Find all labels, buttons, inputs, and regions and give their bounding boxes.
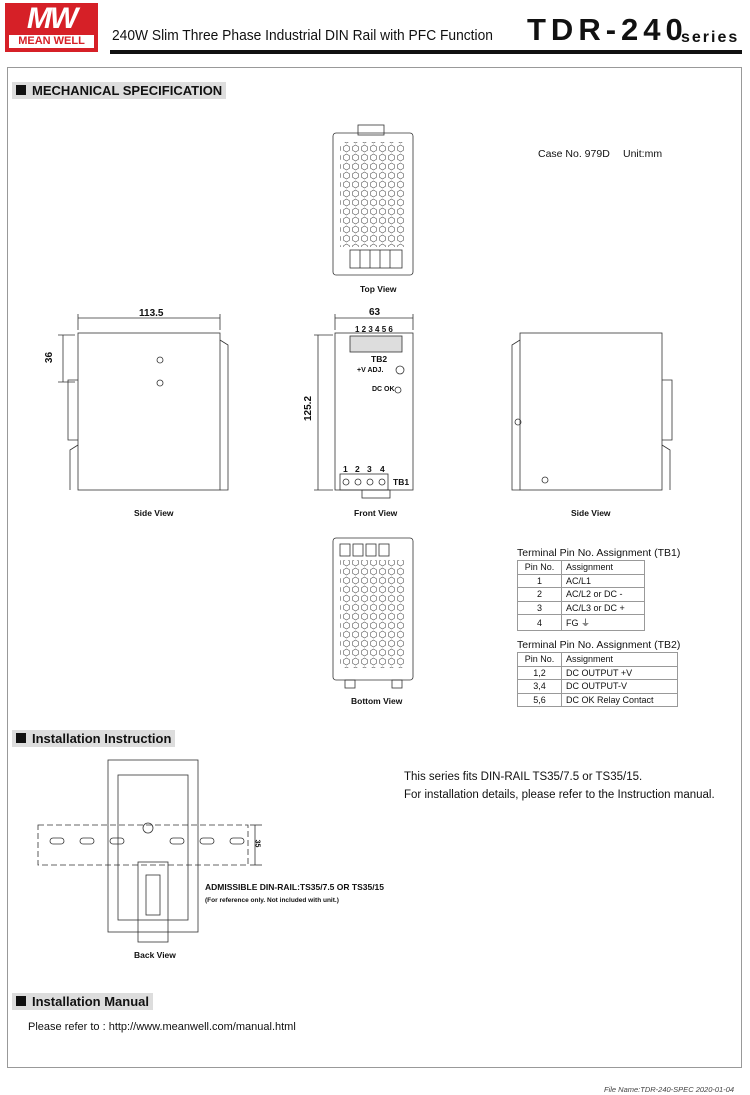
product-subtitle: 240W Slim Three Phase Industrial DIN Rai…	[112, 27, 493, 44]
tb1-pin: 4	[380, 464, 385, 474]
dim-length: 113.5	[139, 308, 164, 319]
side-view-right-label: Side View	[571, 508, 611, 518]
section-mechanical: MECHANICAL SPECIFICATION	[12, 82, 227, 99]
bottom-view-drawing	[332, 537, 414, 689]
bottom-view-label: Bottom View	[351, 696, 403, 706]
top-view-label: Top View	[360, 284, 397, 294]
dim-width: 63	[369, 307, 381, 318]
dim-36: 36	[44, 351, 56, 364]
tb1-label: TB1	[393, 477, 410, 487]
tb2-label: TB2	[371, 354, 388, 364]
tb1-title: Terminal Pin No. Assignment (TB1)	[517, 547, 681, 559]
dcok-label: DC OK	[372, 386, 395, 393]
install-line1: This series fits DIN-RAIL TS35/7.5 or TS…	[404, 771, 643, 783]
content-frame	[7, 67, 742, 1068]
side-view-right-drawing	[511, 332, 673, 491]
side-view-left-drawing	[58, 314, 229, 491]
dim-height: 125.2	[303, 395, 315, 422]
tb1-pin: 3	[367, 464, 372, 474]
vadj-label: +V ADJ.	[357, 367, 384, 374]
install-line2: For installation details, please refer t…	[404, 789, 715, 801]
unit-label: Unit:mm	[623, 148, 663, 160]
dim-35: 35	[253, 839, 261, 848]
section-manual: Installation Manual	[12, 993, 154, 1010]
rail-subnote: (For reference only. Not included with u…	[205, 897, 339, 904]
back-view-drawing	[37, 759, 262, 943]
series-label: series	[681, 29, 740, 46]
tb2-pins: 1 2 3 4 5 6	[355, 325, 393, 334]
tb2-title: Terminal Pin No. Assignment (TB2)	[517, 639, 681, 651]
model-title: TDR-240	[527, 12, 688, 47]
footer-file-name: File Name:TDR-240-SPEC 2020-01-04	[604, 1085, 735, 1094]
top-view-drawing	[332, 124, 414, 276]
manual-link-text: Please refer to : http://www.meanwell.co…	[28, 1021, 296, 1033]
front-view-drawing	[314, 314, 414, 499]
tb1-pin: 1	[343, 464, 348, 474]
side-view-label: Side View	[134, 508, 174, 518]
back-view-label: Back View	[134, 950, 176, 960]
front-view-label: Front View	[354, 508, 398, 518]
header-rule	[110, 50, 742, 54]
rail-note: ADMISSIBLE DIN-RAIL:TS35/7.5 OR TS35/15	[205, 882, 385, 892]
mean-well-logo: MW MEAN WELL	[5, 3, 98, 52]
section-installation: Installation Instruction	[12, 730, 176, 747]
case-number: Case No. 979D	[538, 148, 610, 160]
tb1-pin: 2	[355, 464, 360, 474]
